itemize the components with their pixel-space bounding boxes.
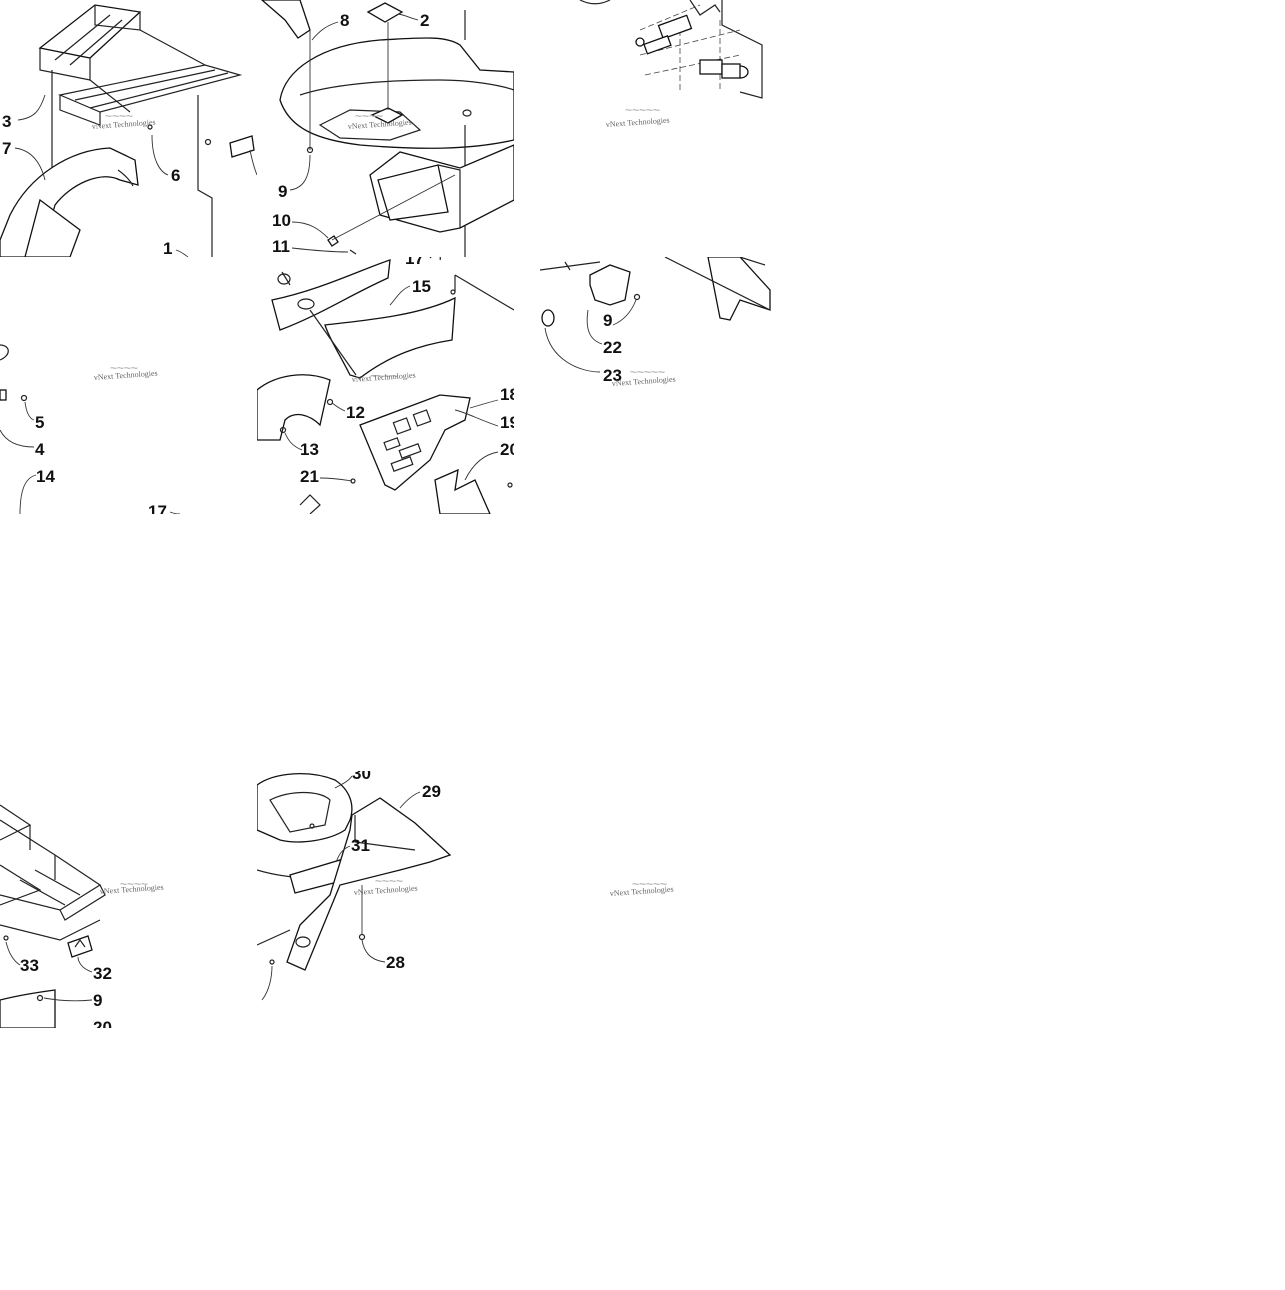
rear-rack-part xyxy=(38,4,243,257)
callout-15: 15 xyxy=(412,277,431,296)
callout-2: 2 xyxy=(420,11,429,30)
tile-mid-right: 9 22 23 ~~~~~ vNext Technologies xyxy=(539,257,771,388)
callout-20b: 20 xyxy=(93,1018,112,1037)
headlight-pod-part xyxy=(369,144,514,233)
watermark: vNext Technologies xyxy=(612,375,676,388)
callout-10: 10 xyxy=(272,211,291,230)
callout-28: 28 xyxy=(386,953,405,972)
watermark: vNext Technologies xyxy=(354,884,418,897)
tile-lower-rack: 33 32 9 20 ~~~~ vNext Technologies xyxy=(0,804,164,1037)
callout-1: 1 xyxy=(163,239,172,258)
callout-23: 23 xyxy=(603,366,622,385)
rear-fender-flare-part xyxy=(286,797,452,971)
grommet-part xyxy=(541,309,555,327)
tile-lower-left: 5 4 14 17 ~~~~ vNext Technologies xyxy=(0,344,181,521)
dash-panel-part xyxy=(359,394,491,514)
callout-32: 32 xyxy=(93,964,112,983)
watermark: vNext Technologies xyxy=(94,369,158,382)
svg-text:~~~~~: ~~~~~ xyxy=(625,103,660,117)
fender-part xyxy=(0,989,56,1028)
callout-6: 6 xyxy=(171,166,180,185)
callout-19: 19 xyxy=(500,413,519,432)
callout-20a: 20 xyxy=(500,440,519,459)
callout-17a: 17 xyxy=(148,502,167,521)
watermark: vNext Technologies xyxy=(92,118,156,131)
callout-9c: 9 xyxy=(93,991,102,1010)
callout-5: 5 xyxy=(35,413,44,432)
callout-3: 3 xyxy=(2,112,11,131)
reflector-part xyxy=(67,935,93,958)
watermark: vNext Technologies xyxy=(352,371,416,384)
reflector-part xyxy=(147,124,255,158)
callout-11: 11 xyxy=(272,237,290,256)
callout-4: 4 xyxy=(35,440,45,459)
callout-12: 12 xyxy=(346,403,365,422)
rear-rack-part xyxy=(0,804,106,941)
side-panel-part xyxy=(271,259,456,379)
svg-text:~~~~: ~~~~ xyxy=(120,877,148,891)
fender-flare-part xyxy=(257,374,331,441)
svg-text:~~~~: ~~~~ xyxy=(370,369,398,383)
mount-bracket-part xyxy=(635,14,749,79)
svg-text:~~~~: ~~~~ xyxy=(375,874,403,888)
callout-29: 29 xyxy=(422,782,441,801)
side-cover-part xyxy=(261,0,311,39)
watermark: vNext Technologies xyxy=(348,118,412,131)
watermark: vNext Technologies xyxy=(606,116,670,129)
callout-21: 21 xyxy=(300,467,319,486)
svg-text:~~~~: ~~~~ xyxy=(355,109,383,123)
svg-text:~~~~: ~~~~ xyxy=(110,361,138,375)
panel-part xyxy=(707,257,771,321)
tile-body-panel: 8 2 9 10 11 ~~~~ vNext Technologies xyxy=(261,0,514,257)
callout-7: 7 xyxy=(2,139,11,158)
svg-text:~~~~: ~~~~ xyxy=(105,109,133,123)
tile-lower-right: ~~~~~ vNext Technologies xyxy=(610,877,674,898)
callout-13: 13 xyxy=(300,440,319,459)
callout-18: 18 xyxy=(500,385,519,404)
callout-14: 14 xyxy=(36,467,55,486)
bracket-part xyxy=(589,264,631,306)
tile-frame-mount: ~~~~~ vNext Technologies xyxy=(579,0,763,129)
rear-fender-part xyxy=(0,147,139,257)
callout-31: 31 xyxy=(351,836,370,855)
callout-8: 8 xyxy=(340,11,349,30)
tile-side-panels: 17 15 12 13 21 18 19 20 ~~~~ vNext Techn… xyxy=(257,249,519,514)
watermark: vNext Technologies xyxy=(610,885,674,898)
callout-9a: 9 xyxy=(278,182,287,201)
callout-17b: 17 xyxy=(405,249,424,268)
callout-30: 30 xyxy=(352,764,371,783)
callout-22: 22 xyxy=(603,338,622,357)
svg-text:~~~~~: ~~~~~ xyxy=(632,877,667,891)
tile-rear-body: 30 29 31 28 ~~~~ vNext Technologies xyxy=(257,764,452,1001)
tile-rear-rack: 3 7 6 1 ~~~~ vNext Technologies xyxy=(0,4,257,258)
watermark: vNext Technologies xyxy=(100,883,164,896)
callout-33: 33 xyxy=(20,956,39,975)
decal-part xyxy=(366,2,404,23)
callout-9b: 9 xyxy=(603,311,612,330)
svg-text:~~~~~: ~~~~~ xyxy=(630,365,665,379)
